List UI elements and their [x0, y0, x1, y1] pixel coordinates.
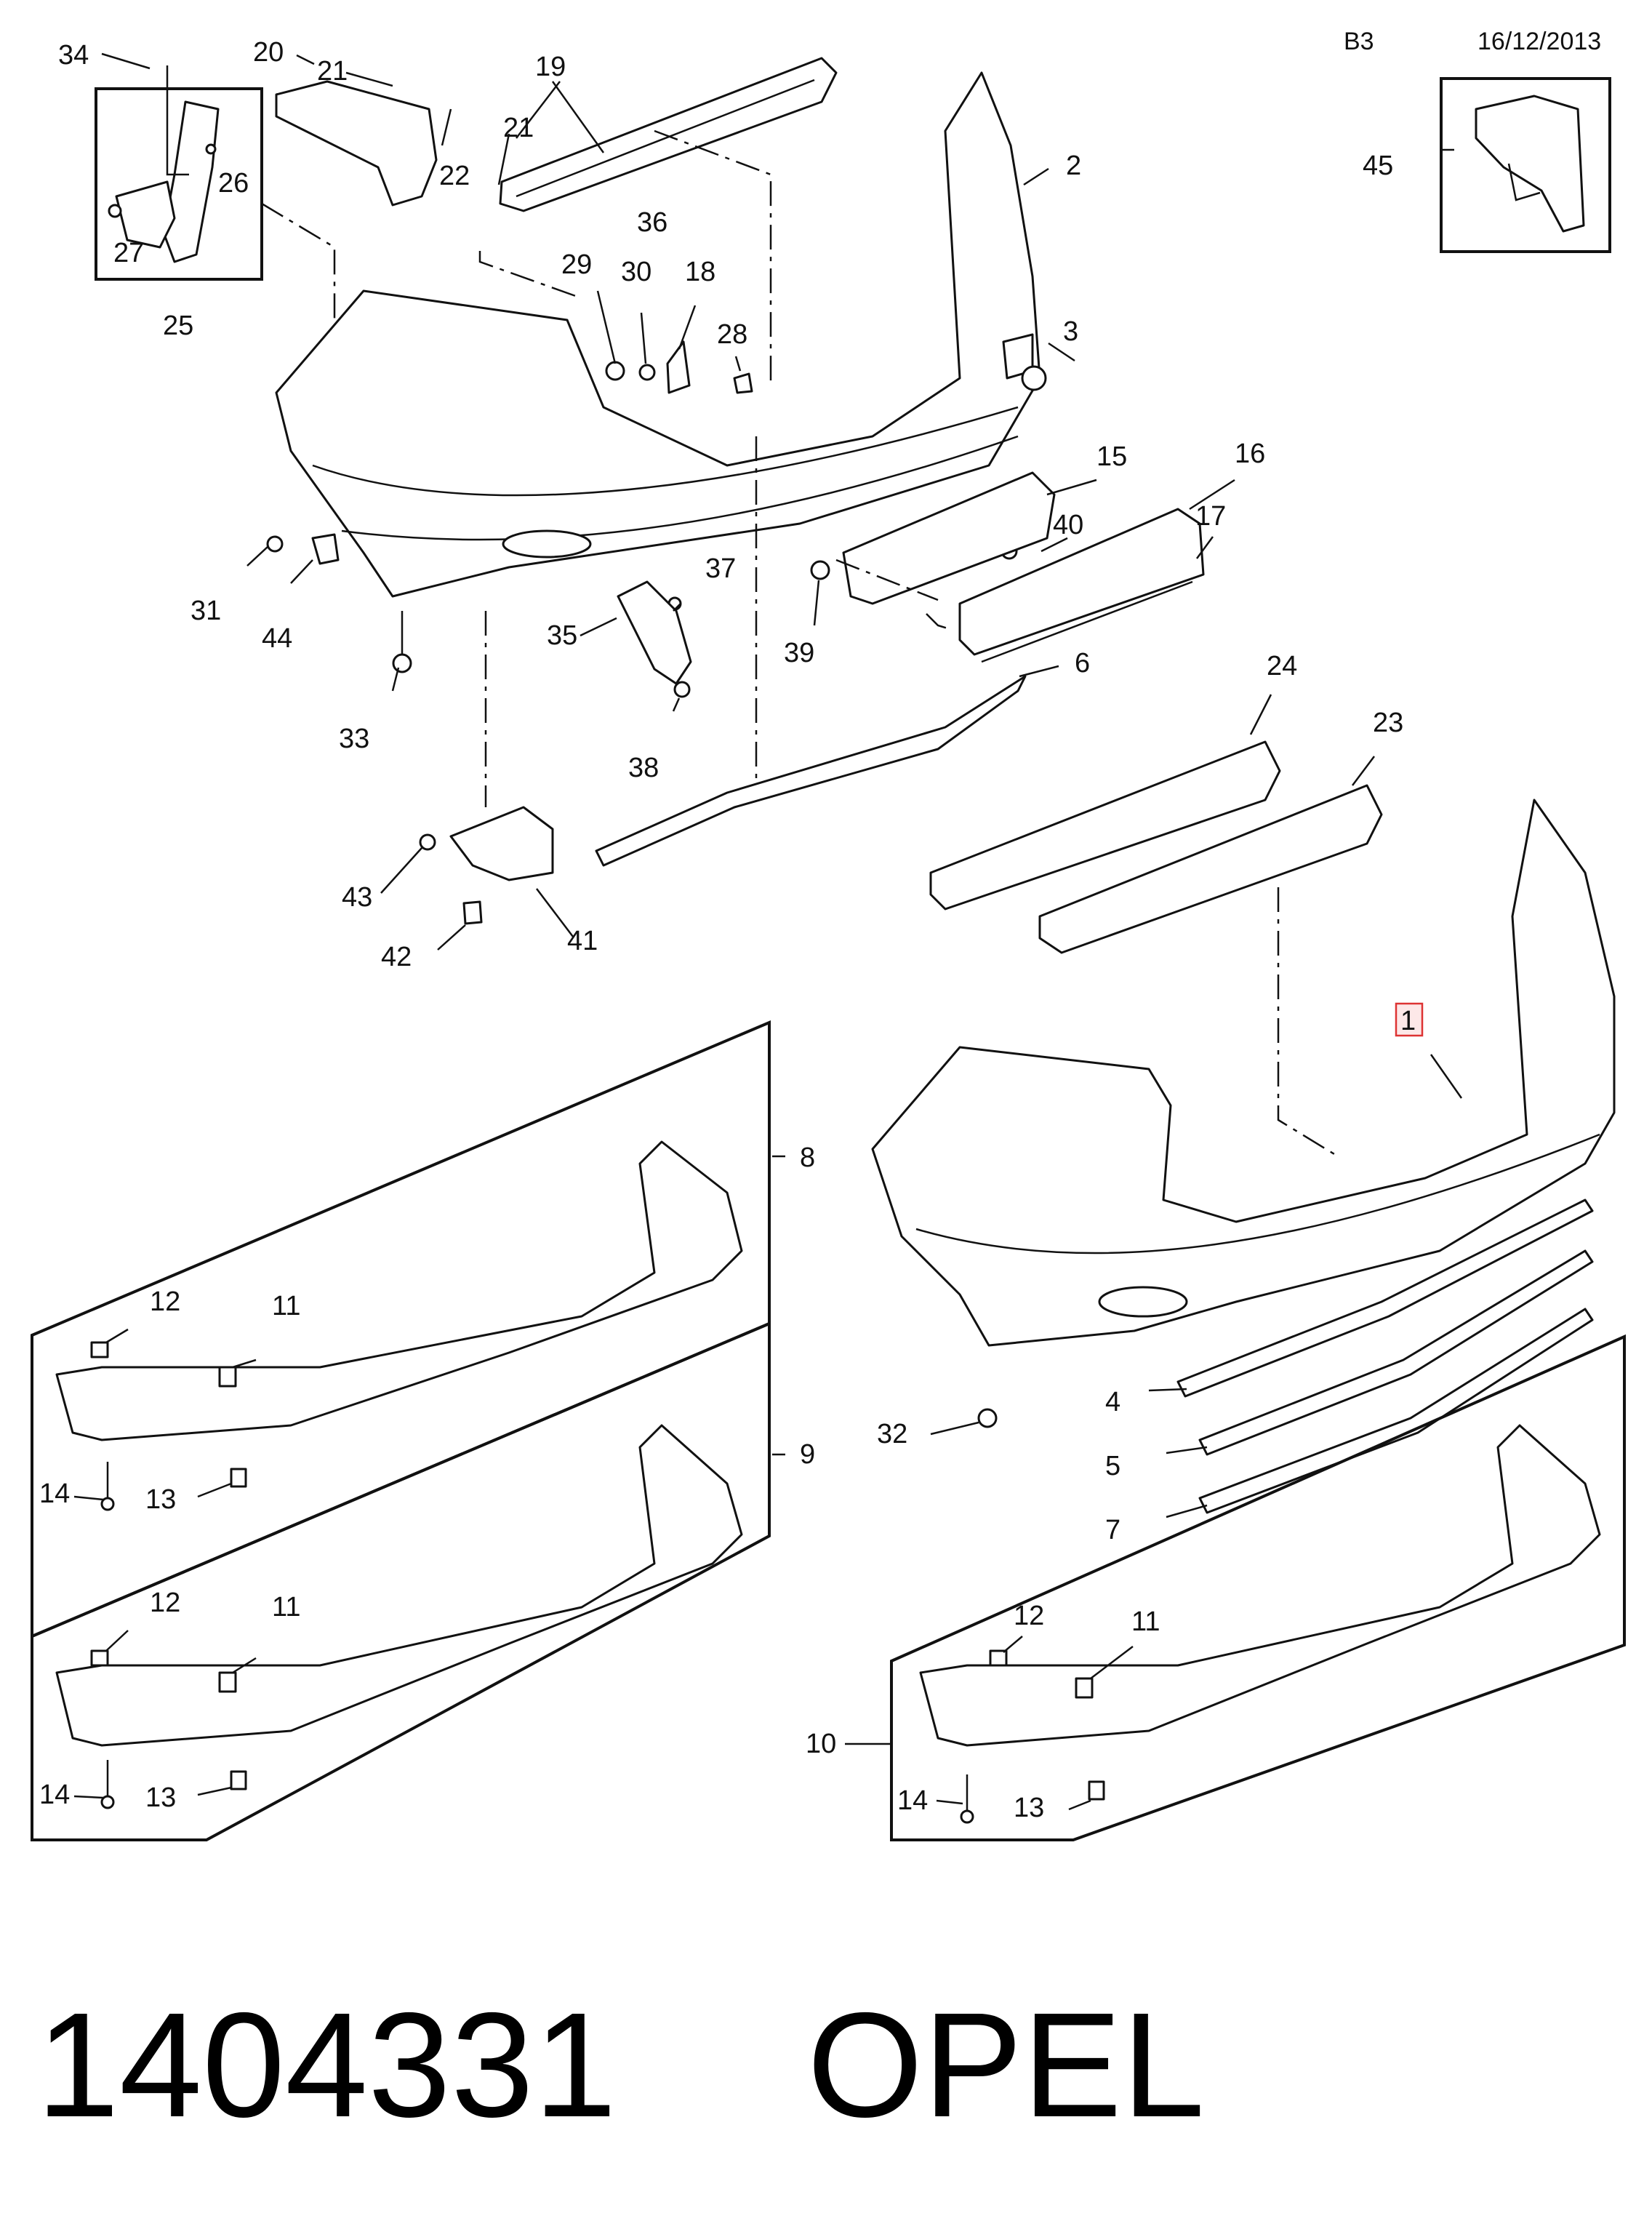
callout-30: 30 — [621, 257, 651, 287]
callout-42: 42 — [381, 942, 412, 972]
callout-44: 44 — [262, 623, 292, 654]
callout-12-a: 12 — [150, 1286, 180, 1317]
lower-bracket — [449, 806, 554, 881]
callout-21-a: 21 — [317, 56, 348, 87]
callout-14-c: 14 — [897, 1785, 928, 1816]
assembly-lines — [261, 129, 1339, 1158]
callout-28: 28 — [717, 319, 747, 350]
callout-10: 10 — [806, 1729, 836, 1759]
callout-11-c: 11 — [1131, 1606, 1160, 1637]
callout-37: 37 — [705, 553, 736, 584]
part-number: 1404331 — [36, 1982, 617, 2148]
callout-40: 40 — [1053, 510, 1083, 540]
clip-part — [1475, 95, 1585, 233]
impact-absorber-upper — [929, 740, 1281, 911]
rear-bumper-cover — [871, 799, 1616, 1347]
brand-name: OPEL — [807, 1982, 1205, 2148]
trim-strip-4 — [1176, 1198, 1594, 1398]
callout-20: 20 — [253, 37, 284, 68]
callout-1: 1 — [1400, 1006, 1416, 1036]
callout-8: 8 — [800, 1142, 815, 1173]
callout-35: 35 — [547, 620, 577, 651]
trim-strip-5 — [1198, 1249, 1594, 1456]
callout-labels: 1 2 3 4 5 6 7 8 9 10 11 12 13 14 11 12 1… — [39, 37, 1424, 1823]
callout-19: 19 — [535, 52, 566, 82]
callout-43: 43 — [342, 882, 372, 913]
reflector-main — [1098, 1286, 1188, 1318]
callout-13-a: 13 — [145, 1484, 176, 1515]
callout-29: 29 — [561, 249, 592, 280]
diffuser-10 — [919, 1424, 1601, 1747]
reflector-left — [502, 529, 592, 559]
diffuser-box-9 — [31, 1321, 771, 1841]
callout-45: 45 — [1363, 151, 1393, 181]
callout-41: 41 — [567, 926, 598, 956]
bolt-32 — [977, 1408, 998, 1428]
callout-13-b: 13 — [145, 1782, 176, 1813]
left-side-bracket — [275, 80, 438, 207]
callout-14-a: 14 — [39, 1478, 70, 1509]
callout-13-c: 13 — [1014, 1793, 1044, 1823]
callout-18: 18 — [685, 257, 715, 287]
callout-25: 25 — [163, 311, 193, 341]
callout-32: 32 — [877, 1419, 907, 1449]
trim-strip-7 — [1198, 1308, 1594, 1514]
callout-3: 3 — [1063, 316, 1078, 347]
callout-2: 2 — [1066, 151, 1081, 181]
callout-34: 34 — [58, 40, 89, 71]
callout-38: 38 — [628, 753, 659, 783]
inset-box-25 — [95, 87, 263, 281]
page-code: B3 — [1344, 28, 1374, 55]
callout-21-b: 21 — [503, 113, 534, 143]
callout-27: 27 — [113, 238, 144, 268]
diffuser-fasteners — [90, 1341, 1105, 1824]
callout-9: 9 — [800, 1439, 815, 1470]
diagram-date: 16/12/2013 — [1477, 28, 1601, 55]
inset-box-45 — [1440, 77, 1611, 253]
upper-support-bracket — [499, 57, 838, 212]
lower-trim-strip — [595, 675, 1027, 867]
callout-4: 4 — [1105, 1387, 1120, 1417]
callout-22: 22 — [439, 161, 470, 191]
leader-lines — [73, 52, 1463, 1811]
diffuser-box-10 — [890, 1334, 1626, 1841]
center-bracket — [842, 471, 1056, 605]
callout-16: 16 — [1235, 439, 1265, 469]
callout-17: 17 — [1195, 501, 1226, 532]
callout-36: 36 — [637, 207, 667, 238]
callout-11-b: 11 — [272, 1592, 300, 1622]
callout-23: 23 — [1373, 708, 1403, 738]
side-mount-bracket — [617, 580, 692, 685]
highlight-box — [1395, 1002, 1424, 1037]
callout-39: 39 — [784, 638, 814, 668]
diffuser-9 — [55, 1424, 743, 1747]
side-bracket-part — [108, 100, 220, 263]
callout-5: 5 — [1105, 1451, 1120, 1481]
callout-24: 24 — [1267, 651, 1297, 681]
callout-12-c: 12 — [1014, 1601, 1044, 1631]
callout-14-b: 14 — [39, 1780, 70, 1810]
callout-26: 26 — [218, 168, 249, 199]
license-plate-trim — [958, 508, 1205, 656]
diffuser-8 — [55, 1140, 743, 1441]
callout-33: 33 — [339, 724, 369, 754]
callout-7: 7 — [1105, 1515, 1120, 1545]
impact-absorber-lower — [1038, 784, 1383, 954]
callout-11-a: 11 — [272, 1291, 300, 1321]
callout-12-b: 12 — [150, 1588, 180, 1618]
upper-bumper-cover — [275, 71, 1041, 598]
callout-6: 6 — [1075, 648, 1090, 679]
callout-31: 31 — [191, 596, 221, 626]
callout-15: 15 — [1096, 441, 1127, 472]
